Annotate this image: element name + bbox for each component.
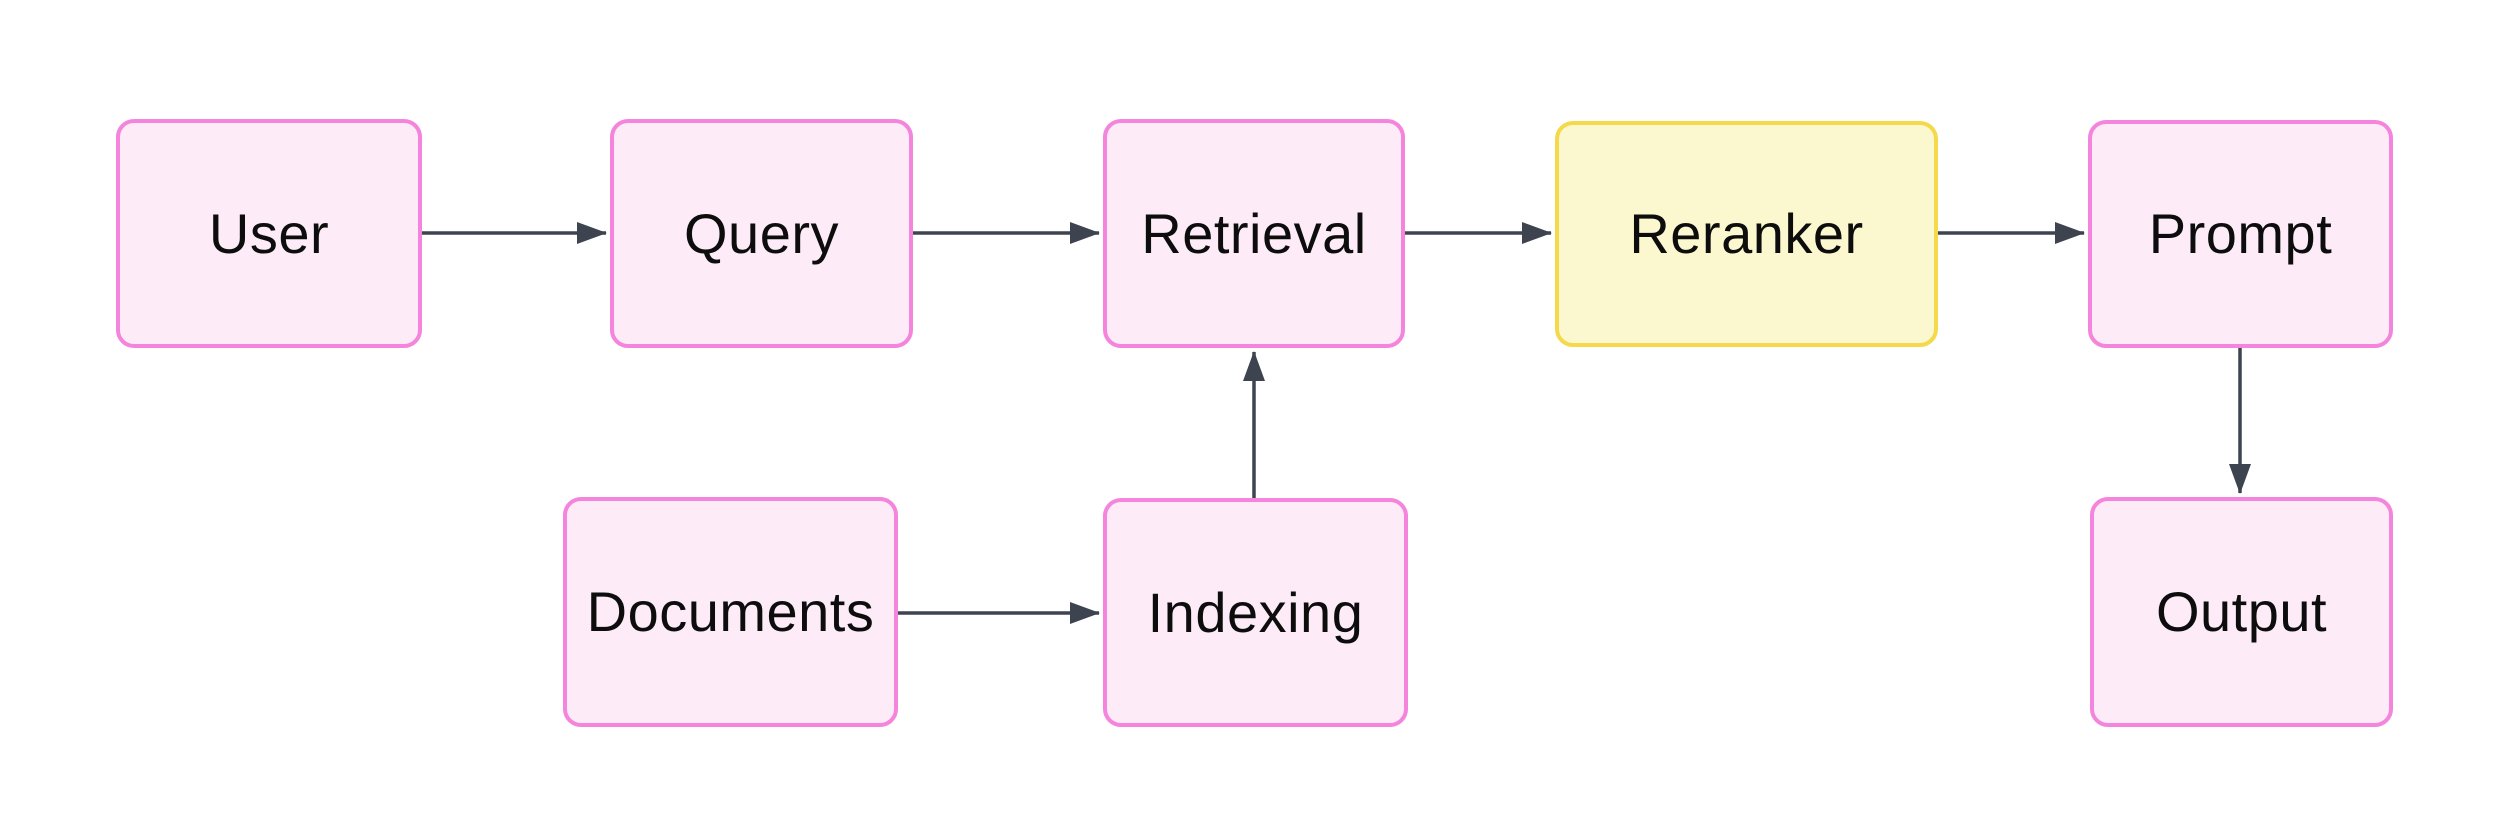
node-user-label: User — [208, 201, 330, 265]
node-output[interactable]: Output — [2090, 497, 2393, 727]
node-prompt[interactable]: Prompt — [2088, 120, 2393, 348]
node-indexing[interactable]: Indexing — [1103, 498, 1408, 727]
node-indexing-label: Indexing — [1147, 580, 1364, 644]
node-reranker[interactable]: Reranker — [1555, 121, 1938, 347]
node-query[interactable]: Query — [610, 119, 913, 348]
node-documents-label: Documents — [586, 580, 875, 643]
node-prompt-label: Prompt — [2148, 202, 2333, 265]
node-output-label: Output — [2155, 580, 2328, 643]
node-reranker-label: Reranker — [1629, 202, 1864, 265]
node-retrieval-label: Retrieval — [1141, 201, 1367, 265]
node-documents[interactable]: Documents — [563, 497, 898, 727]
node-query-label: Query — [684, 201, 839, 265]
node-user[interactable]: User — [116, 119, 422, 348]
node-retrieval[interactable]: Retrieval — [1103, 119, 1405, 348]
